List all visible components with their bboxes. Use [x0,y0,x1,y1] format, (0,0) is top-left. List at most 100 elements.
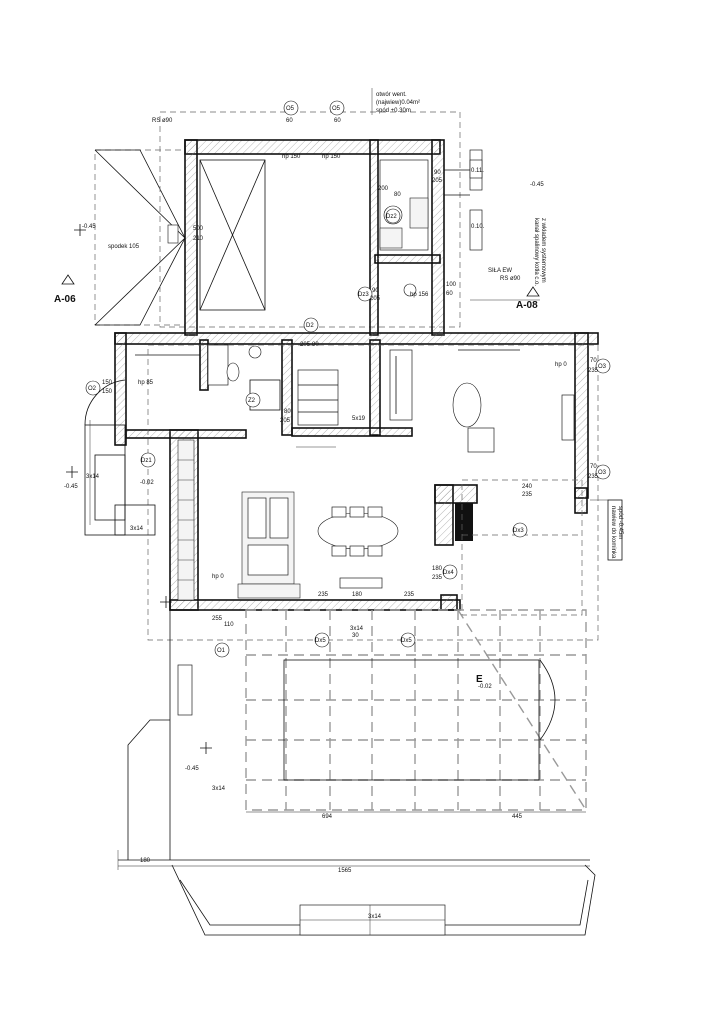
window-o3-a: O3 [598,364,607,370]
stair-lower: 3x14 [212,786,226,792]
level-m045-c: -0.45 [64,484,78,490]
door-d2: D2 [306,323,314,329]
door-dx4: Dx4 [443,570,454,576]
window-o10: 0.10. [471,224,485,230]
dim-60-c: 60 [446,291,453,297]
dim-70-b: 70 [590,464,597,470]
dim-90-b: 90 [372,288,379,294]
window-o5-b: O5 [332,106,341,112]
dim-80-b: 80 [312,342,319,348]
living-room-furniture [389,349,575,453]
dim-445: 445 [512,814,523,820]
dim-235-e: 235 [318,592,329,598]
dim-205-b: 205 [370,296,381,302]
door-dx5-b: Dx5 [401,638,412,644]
door-dz1: Dz1 [141,458,152,464]
level-marks: -0.45 -0.45 -0.45 -0.45 -0.02 -0.02 hp 1… [64,154,567,772]
door-tags: D2 Dz2 Dz3 Dz1 Z2 Dx3 Dx4 Dx5 Dx5 E [140,208,528,685]
dim-235-a: 235 [588,368,599,374]
dim-255: 255 [212,616,223,622]
door-dx3: Dx3 [513,528,524,534]
window-o5-a: O5 [286,106,295,112]
level-hp85: hp 85 [138,380,154,386]
rs-label-a: RS ø90 [152,118,173,124]
vent-note-line2: (najwiew)0.04m² [376,100,420,106]
section-label-left: A-06 [54,294,76,305]
door-dz3: Dz3 [358,292,369,298]
dim-235-c: 235 [522,492,533,498]
dim-80-c: 80 [284,409,291,415]
dim-180-a: 180 [432,566,443,572]
entrance-left [84,379,156,536]
dim-200: 200 [378,186,389,192]
level-m002-b: -0.02 [478,684,492,690]
level-m045-d: -0.45 [185,766,199,772]
vent-note-line3: spód +0.30m [376,108,411,114]
dim-70-a: 70 [590,358,597,364]
level-hp150-b: hp 150 [322,154,341,160]
dim-235-d: 235 [432,575,443,581]
wc-area [135,344,339,448]
rs-label-b: RS ø90 [500,276,521,282]
flue-note: kanał spalinowy kotła c.o. z wkładem sys… [533,218,546,286]
stair-hall: 5x19 [352,416,366,422]
sila-label: SIŁA EW [488,268,512,274]
level-hp0-b: hp 0 [212,574,224,580]
dim-80-a: 80 [394,192,401,198]
stair-terrace: 3x14 [350,626,364,632]
level-hp156: hp 156 [410,292,429,298]
dim-60-b: 60 [334,118,341,124]
door-dx5-a: Dx5 [315,638,326,644]
dim-110: 110 [224,622,234,628]
misc-labels: RS ø90 RS ø90 SIŁA EW spodek 105 [108,118,521,282]
stair-labels: 3x14 3x14 3x14 30 3x14 3x14 5x19 [86,416,382,920]
window-o2: O2 [88,386,97,392]
window-tags: O5 O5 O3 O3 O2 O1 0.11. 0.10. [85,100,611,658]
stair-bottom: 3x14 [368,914,382,920]
pod-label: spodek 105 [108,244,140,250]
stair-left: 3x14 [86,474,100,480]
level-m002-a: -0.02 [140,480,154,486]
stair-entry: 3x14 [130,526,144,532]
terrace [117,609,596,936]
dim-150-a: 150 [102,380,113,386]
section-mark-right: A-08 [516,286,540,311]
level-hp0-a: hp 0 [555,362,567,368]
flue-note-line1: kanał spalinowy kotła c.o. [533,218,539,286]
level-m045-b: -0.45 [530,182,544,188]
dimension-texts: 60 60 90 205 200 80 500 210 90 205 100 6… [102,118,599,874]
dim-205-c: 205 [300,342,311,348]
smoke-note-line1: nawiew do kominka [610,506,616,559]
window-o11: 0.11. [471,168,484,174]
dim-205-a: 205 [432,178,443,184]
dim-180-c: 180 [140,858,151,864]
section-label-right: A-08 [516,300,538,311]
door-z2: Z2 [248,398,256,404]
dim-210: 210 [193,236,204,242]
dim-60-a: 60 [286,118,293,124]
smoke-note: nawiew do kominka spód -0.45m [590,499,623,561]
flue-note-line2: z wkładem systemowym [540,218,546,283]
dim-180-b: 180 [352,592,363,598]
garage-bay [167,159,266,311]
vent-note-line1: otwór went. [376,92,407,98]
smoke-note-line2: spód -0.45m [617,506,623,539]
door-dz2: Dz2 [386,214,397,220]
level-m045-a: -0.45 [82,224,96,230]
stair-terrace-30: 30 [352,633,359,639]
vent-note: otwór went. (najwiew)0.04m² spód +0.30m [371,88,420,115]
window-o1: O1 [217,648,226,654]
window-o3-b: O3 [598,470,607,476]
door-e: E [476,674,483,685]
dim-90: 90 [434,170,441,176]
dim-694: 694 [322,814,333,820]
boiler-room [379,149,540,301]
dim-150-b: 150 [102,389,113,395]
dim-500: 500 [193,226,204,232]
dim-235-f: 235 [404,592,415,598]
kitchen-cabinets [177,439,301,601]
dim-1565: 1565 [338,868,352,874]
level-hp150-a: hp 150 [282,154,301,160]
dim-100: 100 [446,282,457,288]
